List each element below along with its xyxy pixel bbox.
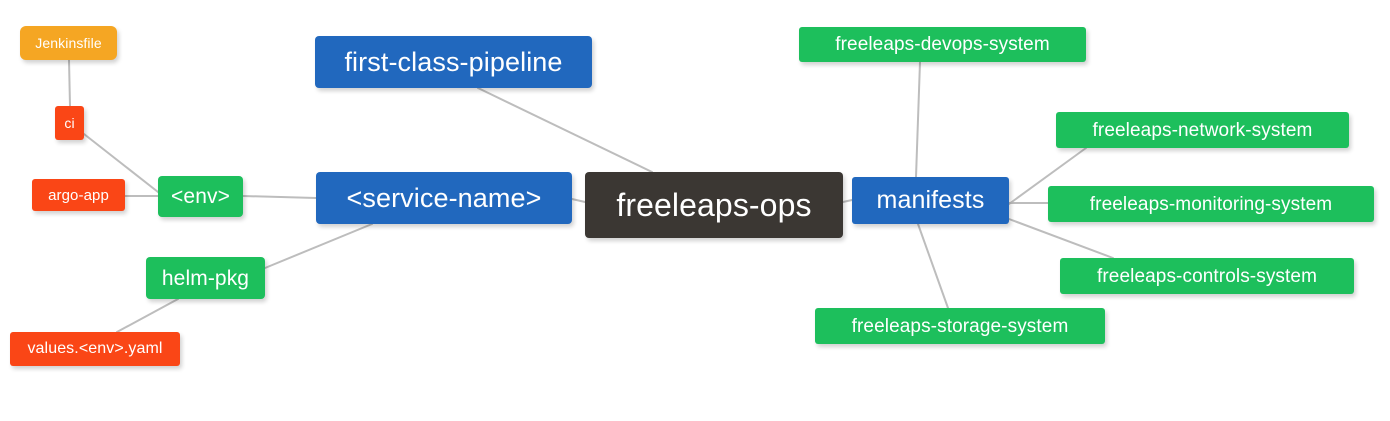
node-ci[interactable]: ci <box>55 106 84 140</box>
node-argo-app[interactable]: argo-app <box>32 179 125 211</box>
edge-values-yaml-helm-pkg <box>116 298 179 333</box>
node-env[interactable]: <env> <box>158 176 243 217</box>
node-freeleaps-monitoring-system[interactable]: freeleaps-monitoring-system <box>1048 186 1374 222</box>
node-freeleaps-devops-system[interactable]: freeleaps-devops-system <box>799 27 1086 62</box>
node-helm-pkg[interactable]: helm-pkg <box>146 257 265 299</box>
edge-env-service-name <box>242 195 317 199</box>
node-jenkinsfile[interactable]: Jenkinsfile <box>20 26 117 60</box>
node-values-yaml[interactable]: values.<env>.yaml <box>10 332 180 366</box>
edge-helm-pkg-service-name <box>264 223 373 269</box>
node-freeleaps-storage-system[interactable]: freeleaps-storage-system <box>815 308 1105 344</box>
edge-first-class-pipeline-freeleaps-ops <box>477 87 653 173</box>
node-manifests[interactable]: manifests <box>852 177 1009 224</box>
edge-manifests-storage <box>917 223 949 309</box>
edge-service-name-freeleaps-ops <box>571 198 586 203</box>
edge-jenkinsfile-ci <box>68 59 71 107</box>
node-freeleaps-ops[interactable]: freeleaps-ops <box>585 172 843 238</box>
node-freeleaps-controls-system[interactable]: freeleaps-controls-system <box>1060 258 1354 294</box>
node-freeleaps-network-system[interactable]: freeleaps-network-system <box>1056 112 1349 148</box>
node-service-name[interactable]: <service-name> <box>316 172 572 224</box>
edge-manifests-controls <box>1008 218 1114 259</box>
edge-freeleaps-ops-manifests <box>842 199 853 203</box>
edge-manifests-devops <box>915 61 921 178</box>
node-first-class-pipeline[interactable]: first-class-pipeline <box>315 36 592 88</box>
